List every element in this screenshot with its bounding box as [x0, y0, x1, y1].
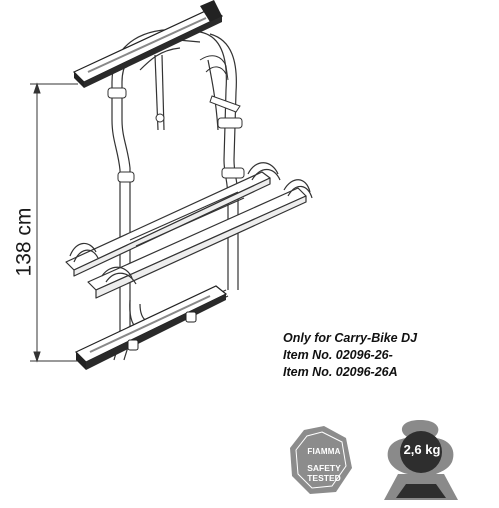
brand-logo-text: FIAMMA	[307, 447, 341, 456]
bike-rails	[65, 171, 307, 299]
safety-line-2: TESTED	[307, 473, 341, 483]
height-value: 138 cm	[12, 207, 35, 277]
safety-line-1: SAFETY	[307, 463, 341, 473]
safety-tested-text: SAFETY TESTED	[292, 463, 356, 483]
compatibility-line-3: Item No. 02096-26A	[283, 365, 398, 379]
compatibility-line-1: Only for Carry-Bike DJ	[283, 331, 418, 345]
compatibility-line-2: Item No. 02096-26-	[283, 348, 393, 362]
compatibility-note: Only for Carry-Bike DJ Item No. 02096-26…	[283, 330, 417, 381]
top-rail	[72, 0, 224, 88]
height-dimension	[30, 82, 78, 363]
bottom-rail	[74, 285, 228, 370]
wheel-holders	[69, 162, 313, 285]
safety-tested-badge	[290, 426, 352, 494]
weight-value: 2,6 kg	[403, 442, 441, 457]
weight-badge	[384, 420, 458, 500]
frame-clamps	[107, 55, 245, 183]
height-dimension-label: 138 cm	[4, 182, 44, 302]
